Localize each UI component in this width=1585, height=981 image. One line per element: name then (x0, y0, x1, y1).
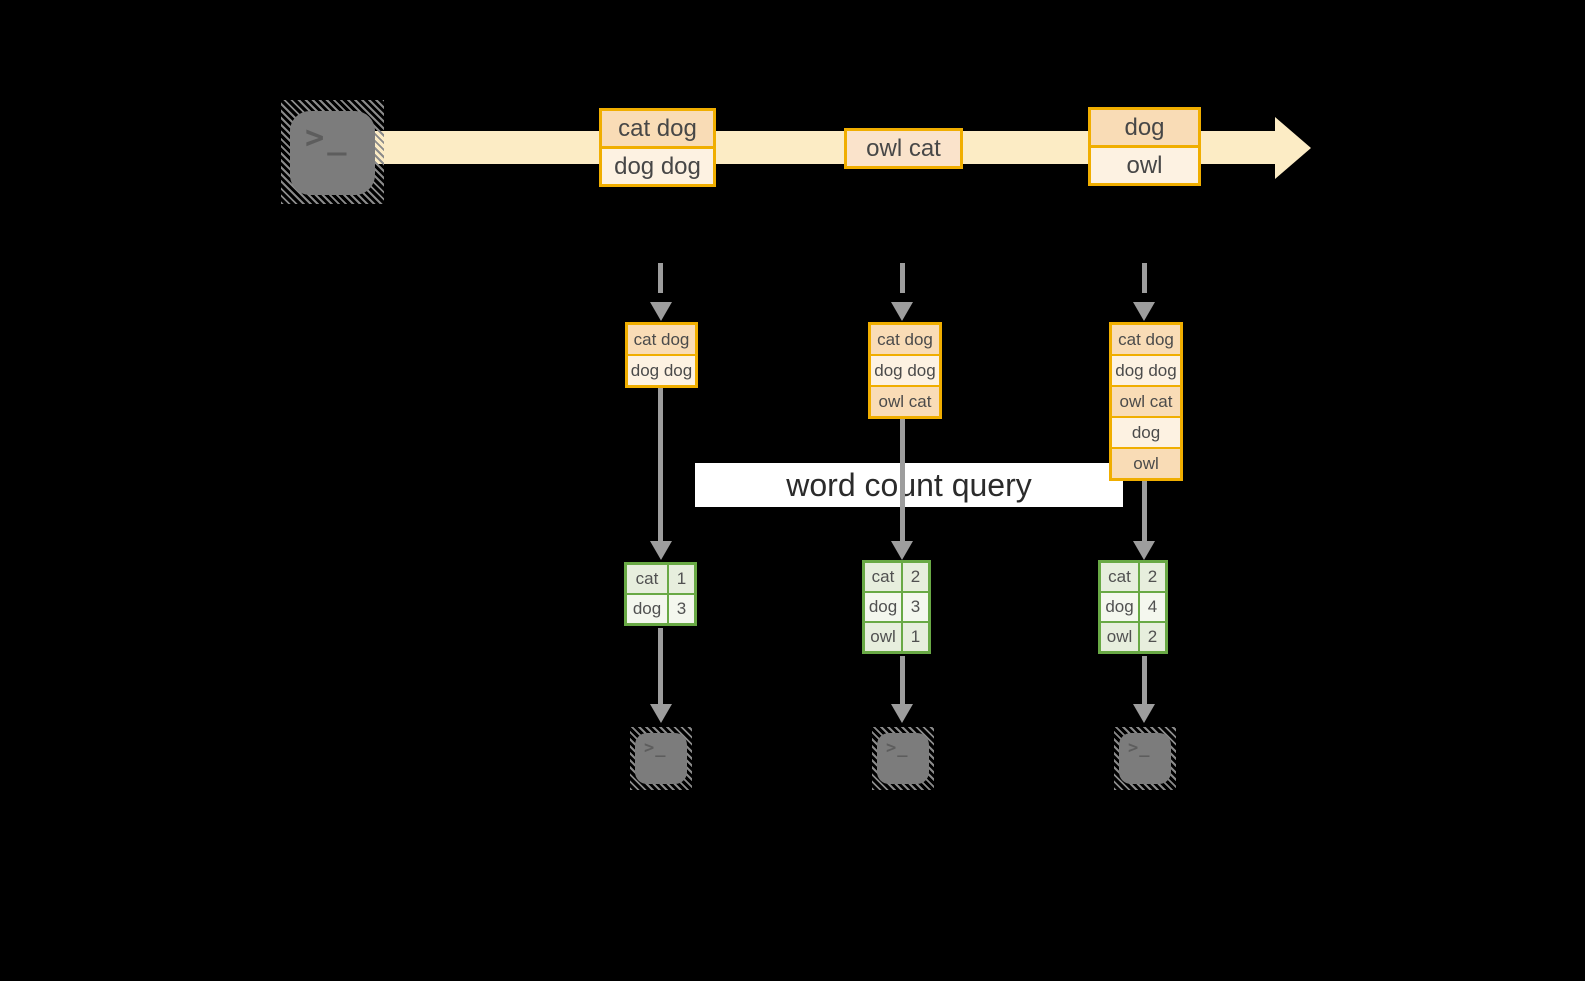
count-word: owl (1101, 623, 1138, 651)
stream-timeline-arrowhead-icon (1275, 117, 1311, 179)
stream-record: dog dog (602, 146, 713, 184)
record-buffer-1: cat dog dog dog (625, 322, 698, 388)
output-arrowhead-icon (650, 704, 672, 723)
count-word: dog (1101, 593, 1138, 621)
terminal-prompt-icon: >_ (644, 738, 667, 758)
buffer-record: owl (1112, 447, 1180, 478)
query-arrow-line (1142, 481, 1147, 541)
stream-record: owl cat (847, 131, 960, 166)
record-buffer-2: cat dog dog dog owl cat (868, 322, 942, 419)
stream-record: owl (1091, 145, 1198, 183)
dashed-arrow-line (1142, 263, 1147, 293)
buffer-record: dog dog (871, 354, 939, 385)
terminal-screen: >_ (1119, 733, 1171, 784)
terminal-screen: >_ (290, 111, 375, 195)
stream-record: dog (1091, 110, 1198, 145)
query-arrow-line (658, 388, 663, 541)
dashed-arrow-line (900, 263, 905, 293)
terminal-screen: >_ (877, 733, 929, 784)
query-arrow-line (900, 419, 905, 541)
buffer-record: owl cat (871, 385, 939, 416)
stream-event-batch-3: dog owl (1088, 107, 1201, 186)
terminal-prompt-icon: >_ (886, 738, 909, 758)
dashed-arrowhead-icon (650, 302, 672, 321)
dashed-arrow-line (658, 263, 663, 293)
count-value: 2 (903, 563, 928, 591)
output-arrowhead-icon (891, 704, 913, 723)
terminal-prompt-icon: >_ (1128, 738, 1151, 758)
count-word: cat (865, 563, 901, 591)
buffer-record: cat dog (871, 325, 939, 354)
stream-record: cat dog (602, 111, 713, 146)
stream-event-batch-1: cat dog dog dog (599, 108, 716, 187)
count-word: dog (627, 595, 667, 623)
buffer-record: owl cat (1112, 385, 1180, 416)
count-value: 1 (903, 623, 928, 651)
terminal-screen: >_ (635, 733, 687, 784)
count-value: 1 (669, 565, 694, 593)
buffer-record: cat dog (1112, 325, 1180, 354)
output-arrow-line (900, 656, 905, 704)
count-word: owl (865, 623, 901, 651)
buffer-record: dog dog (628, 354, 695, 385)
terminal-prompt-icon: >_ (305, 118, 350, 156)
count-word: cat (627, 565, 667, 593)
count-value: 3 (903, 593, 928, 621)
output-arrow-line (1142, 656, 1147, 704)
count-value: 2 (1140, 623, 1165, 651)
sink-terminal-icon: >_ (872, 727, 934, 790)
stream-event-batch-2: owl cat (844, 128, 963, 169)
count-table-1: cat 1 dog 3 (624, 562, 697, 626)
query-arrowhead-icon (650, 541, 672, 560)
sink-terminal-icon: >_ (1114, 727, 1176, 790)
buffer-record: dog dog (1112, 354, 1180, 385)
record-buffer-3: cat dog dog dog owl cat dog owl (1109, 322, 1183, 481)
source-terminal-icon: >_ (281, 100, 384, 204)
dashed-arrowhead-icon (1133, 302, 1155, 321)
count-word: dog (865, 593, 901, 621)
buffer-record: dog (1112, 416, 1180, 447)
output-arrowhead-icon (1133, 704, 1155, 723)
count-value: 4 (1140, 593, 1165, 621)
query-arrowhead-icon (1133, 541, 1155, 560)
output-arrow-line (658, 628, 663, 704)
dashed-arrowhead-icon (891, 302, 913, 321)
count-value: 2 (1140, 563, 1165, 591)
count-word: cat (1101, 563, 1138, 591)
query-arrowhead-icon (891, 541, 913, 560)
query-label: word count query (695, 463, 1123, 507)
count-value: 3 (669, 595, 694, 623)
buffer-record: cat dog (628, 325, 695, 354)
count-table-2: cat 2 dog 3 owl 1 (862, 560, 931, 654)
sink-terminal-icon: >_ (630, 727, 692, 790)
count-table-3: cat 2 dog 4 owl 2 (1098, 560, 1168, 654)
